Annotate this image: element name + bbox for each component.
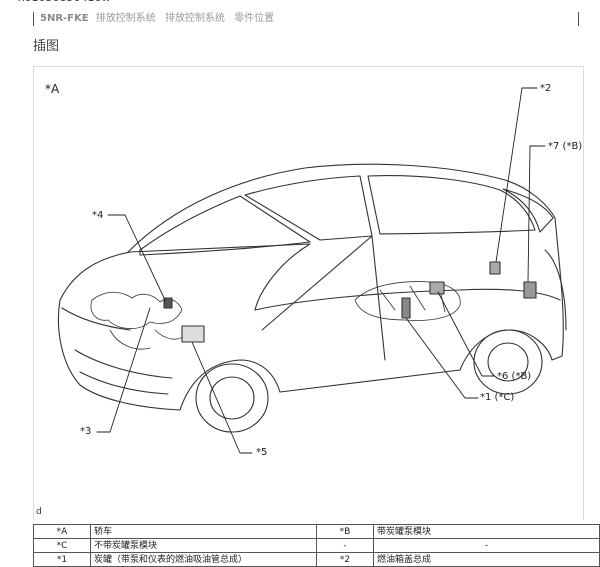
car-hood [59, 243, 311, 311]
legend-key: *B [316, 524, 374, 539]
car-side-window-rear [367, 175, 536, 235]
car-grille-lower [79, 371, 169, 395]
section-title: 插图 [33, 39, 60, 54]
component-fuel-cap-2 [489, 261, 501, 275]
component-vsv-4 [163, 297, 173, 309]
legend-row: *1 炭罐（带泵和仪表的燃油吸油管总成） *2 燃油箱盖总成 [33, 552, 600, 567]
leader-line-1 [405, 317, 479, 399]
breadcrumb-item-2[interactable]: 排放控制系统 [164, 13, 225, 24]
breadcrumb-item-3[interactable]: 零件位置 [234, 13, 275, 24]
callout-5: *5 [256, 447, 268, 458]
legend-value: 带炭罐泵模块 [373, 524, 600, 539]
front-wheel [195, 363, 269, 433]
legend-key: - [316, 538, 374, 553]
car-rear-glass [502, 188, 554, 233]
component-ecu-5 [181, 325, 205, 343]
car-door-line-1 [261, 235, 373, 331]
legend-row: *A 轿车 *B 带炭罐泵模块 [33, 524, 600, 539]
callout-2: *2 [540, 83, 552, 94]
leader-line-6 [437, 291, 495, 377]
car-side-window-front [244, 175, 373, 241]
callout-4: *4 [92, 210, 104, 221]
car-headlight [61, 307, 131, 331]
component-pump-module-6 [429, 281, 445, 295]
legend-value: 轿车 [90, 524, 317, 539]
car-door-line-2 [371, 235, 386, 361]
clipped-header-text: x01050850410w [18, 0, 111, 4]
callout-1: *1 (*C) [480, 392, 515, 403]
legend-key: *1 [33, 552, 91, 567]
legend-row: *C 不带炭罐泵模块 - - [33, 538, 600, 553]
breadcrumb-item-1[interactable]: 排放控制系统 [95, 13, 156, 24]
legend-key: *A [33, 524, 91, 539]
legend-value: 炭罐（带泵和仪表的燃油吸油管总成） [90, 552, 317, 567]
vehicle-illustration [57, 87, 567, 454]
callout-3: *3 [80, 426, 92, 437]
front-wheel-rim [209, 376, 255, 420]
callout-7: *7 (*B) [548, 141, 583, 152]
callout-6: *6 (*B) [497, 371, 532, 382]
component-module-7 [523, 281, 537, 299]
leader-line-4 [107, 214, 166, 301]
rear-wheel-rim [487, 342, 529, 382]
legend-key: *2 [316, 552, 374, 567]
legend-value: 燃油箱盖总成 [373, 552, 600, 567]
legend-key: *C [33, 538, 91, 553]
figure-code: d [36, 507, 42, 517]
breadcrumb-model[interactable]: 5NR-FKE [40, 13, 89, 24]
legend-value: 不带炭罐泵模块 [90, 538, 317, 553]
legend-table: *A 轿车 *B 带炭罐泵模块 *C 不带炭罐泵模块 - - *1 炭罐（带泵和… [33, 524, 600, 567]
car-windshield [139, 195, 311, 256]
rear-wheel [473, 329, 543, 395]
breadcrumb: 5NR-FKE 排放控制系统 排放控制系统 零件位置 [33, 12, 274, 26]
breadcrumb-end-divider [578, 12, 579, 26]
car-rear-bumper [544, 249, 567, 331]
leader-line-2 [495, 87, 538, 263]
car-grille [74, 349, 173, 379]
legend-value: - [373, 538, 600, 553]
fuel-tank [354, 281, 461, 321]
leader-line-5 [191, 341, 253, 454]
leader-line-3 [96, 307, 151, 433]
component-canister-1 [401, 297, 411, 319]
leader-line-7 [527, 145, 546, 283]
figure-tag: *A [45, 82, 60, 96]
car-roof-outline [127, 163, 556, 253]
figure-frame [33, 66, 584, 520]
car-front-bumper [57, 299, 281, 411]
